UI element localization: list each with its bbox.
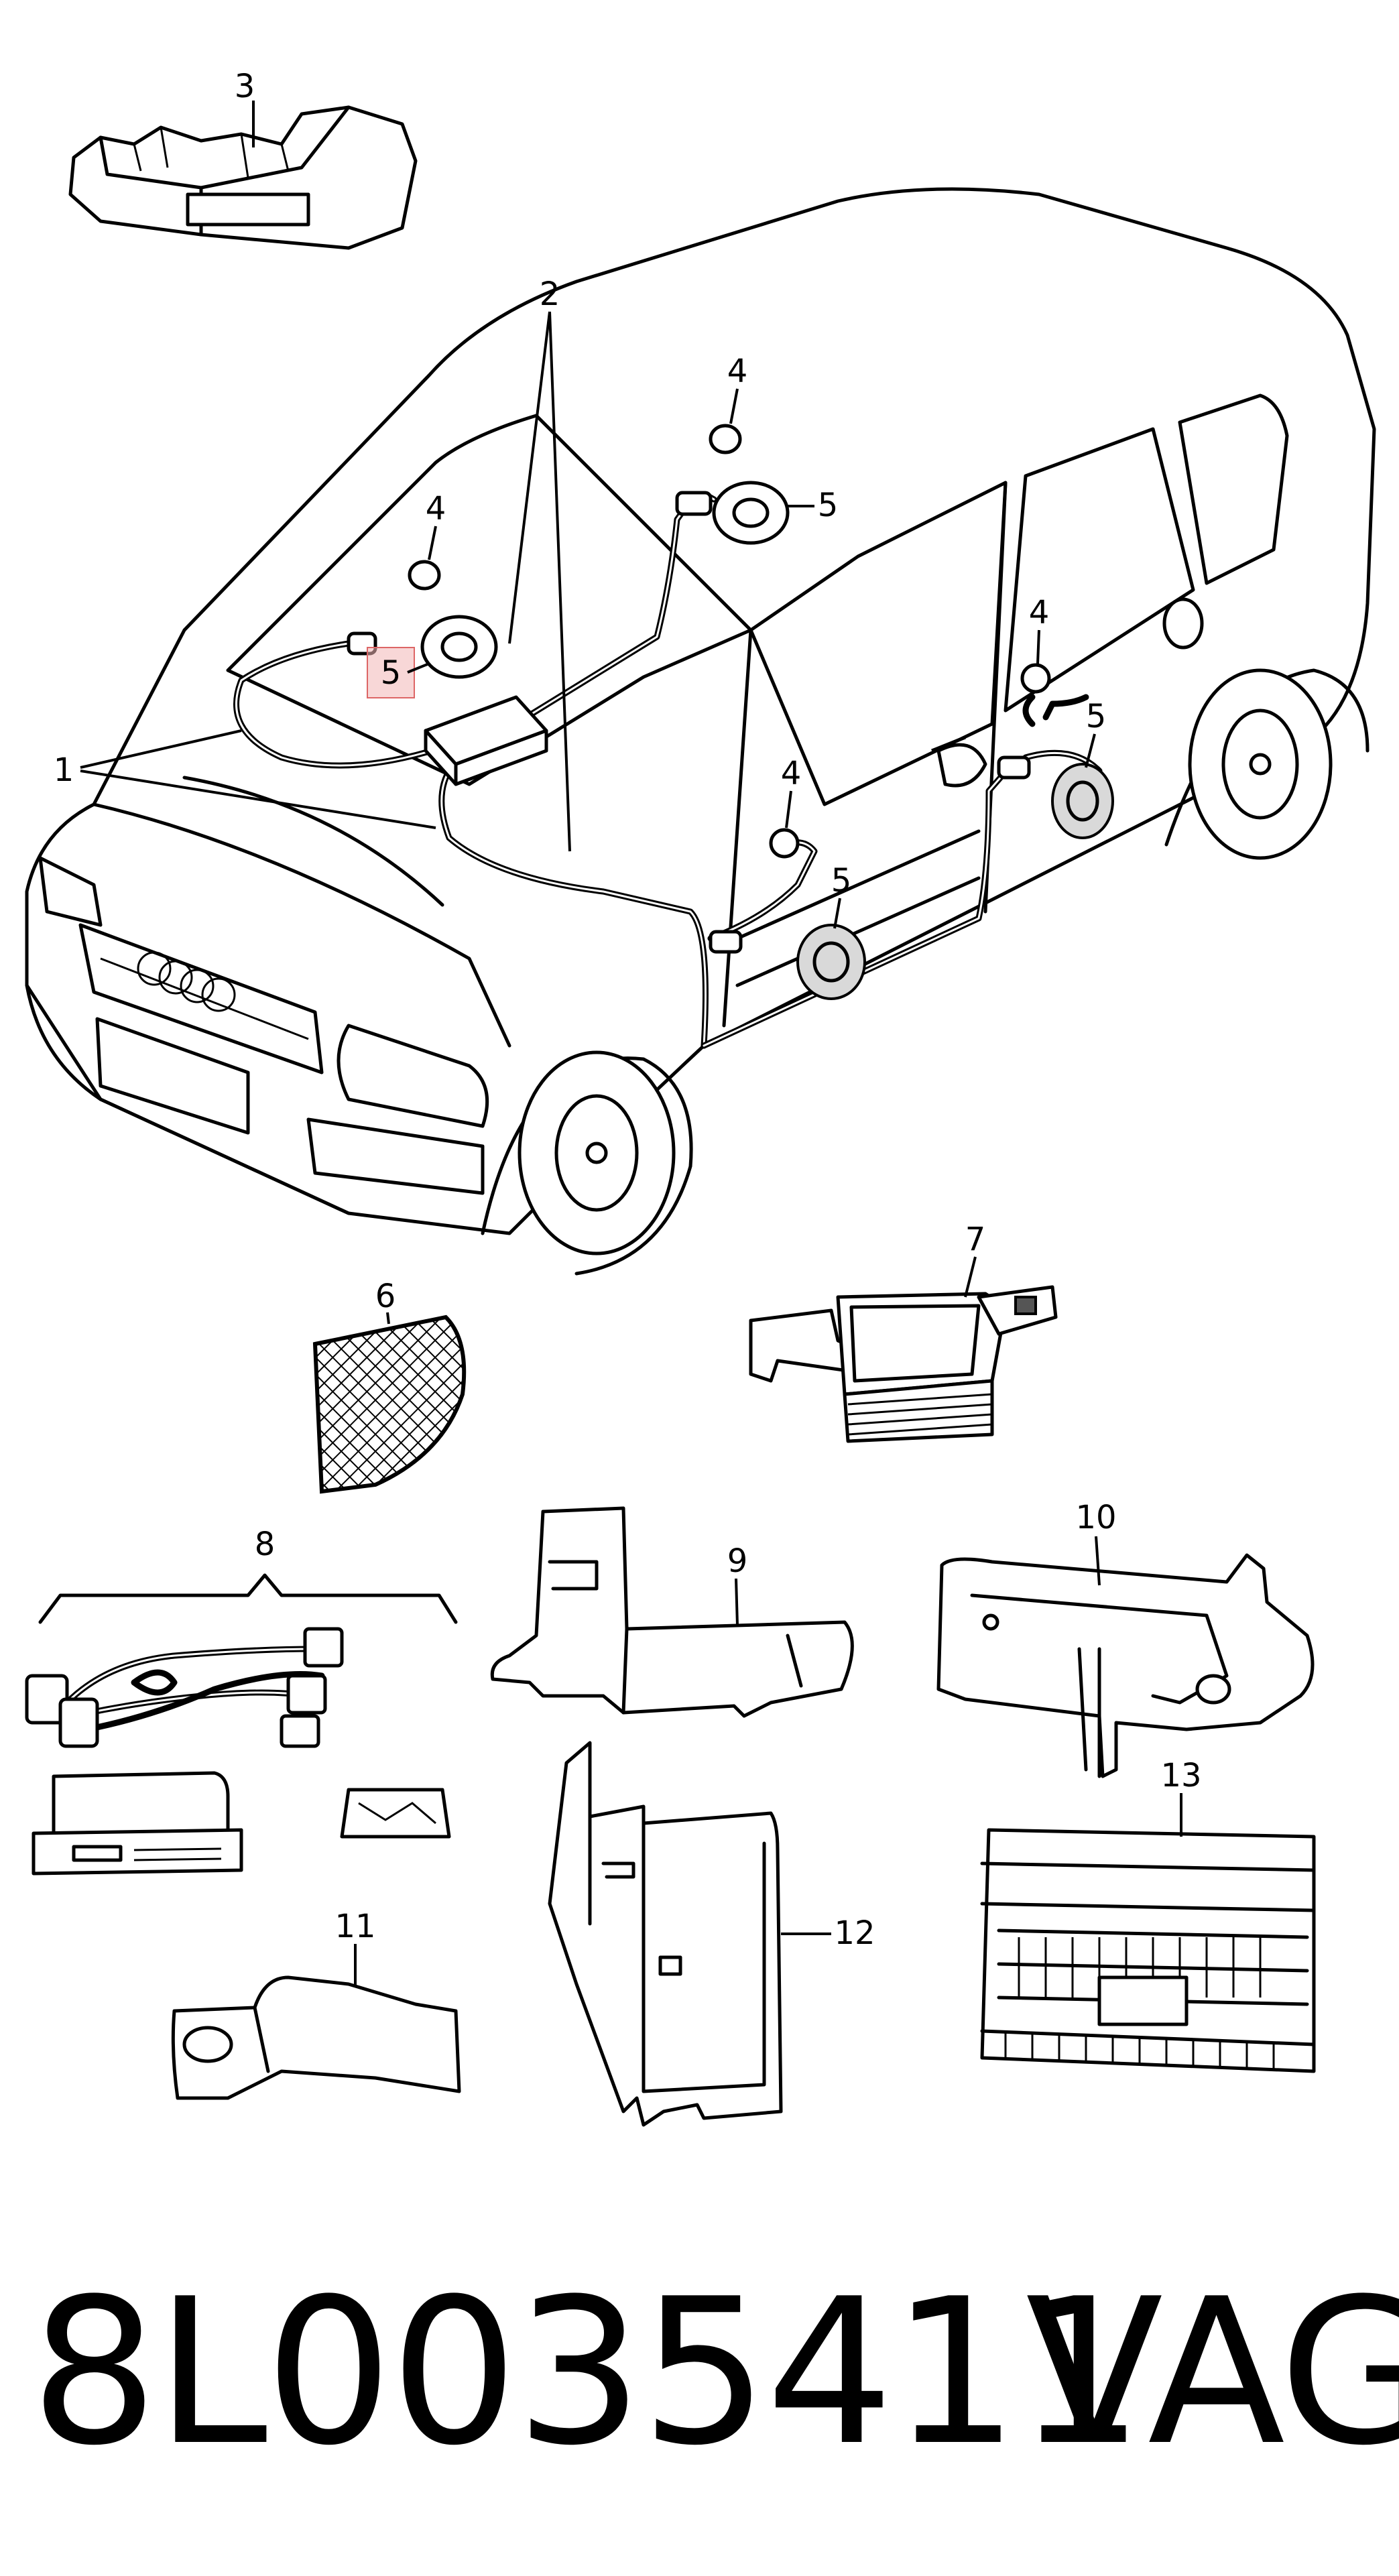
callout-7: 7 (964, 1221, 986, 1298)
callout-9: 9 (727, 1542, 748, 1626)
callout-11: 11 (334, 1908, 376, 1987)
part-11-bracket (171, 1975, 461, 2100)
wiring-harness (233, 491, 1103, 1049)
part-6-grille (312, 1314, 467, 1494)
callout-11-label: 11 (334, 1908, 375, 1945)
callout-9-label: 9 (727, 1542, 748, 1580)
highlighted-callout-5 (367, 647, 415, 698)
tweeters (408, 424, 1051, 859)
brand-name: VAG (1026, 2256, 1399, 2490)
part-3-module (68, 105, 418, 250)
part-13-fusebox (980, 1828, 1316, 2073)
callout-2-label: 2 (540, 275, 560, 313)
callout-13-label: 13 (1160, 1757, 1201, 1794)
callout-3: 3 (235, 68, 255, 147)
callout-6: 6 (375, 1278, 396, 1325)
callout-4c-label: 4 (781, 755, 802, 792)
callout-4d-label: 4 (1029, 594, 1050, 631)
callout-12-label: 12 (834, 1914, 875, 1952)
callout-5c-label: 5 (831, 862, 852, 900)
car-outline (25, 187, 1376, 1276)
callout-10: 10 (1075, 1499, 1117, 1586)
callout-7-label: 7 (965, 1221, 986, 1258)
callout-5d-label: 5 (1086, 698, 1107, 735)
callout-8: 8 (255, 1526, 276, 1563)
callout-12: 12 (781, 1914, 875, 1952)
control-unit (424, 695, 548, 786)
callout-13: 13 (1160, 1757, 1202, 1837)
callouts-car: 1 2 4 4 4 4 5 5 5 5 (54, 275, 1107, 929)
callout-5a-label: 5 (381, 654, 402, 692)
part-8-kit (25, 1573, 458, 1876)
connectors (347, 491, 1031, 954)
callout-5b-label: 5 (818, 487, 839, 524)
part-10-bracket (936, 1553, 1315, 1778)
callout-4a-label: 4 (426, 490, 446, 528)
callout-3-label: 3 (235, 68, 255, 105)
callout-6-label: 6 (375, 1278, 396, 1315)
part-9-bracket (490, 1506, 854, 1718)
callout-4b-label: 4 (727, 353, 748, 390)
part-number: 8L0035411 (30, 2256, 1144, 2490)
part-7-unit (749, 1285, 1058, 1443)
speakers (420, 481, 1114, 1000)
part-12-tray (548, 1741, 783, 2127)
callout-1-label: 1 (54, 751, 74, 789)
callout-8-label: 8 (255, 1526, 276, 1563)
callout-10-label: 10 (1075, 1499, 1116, 1536)
